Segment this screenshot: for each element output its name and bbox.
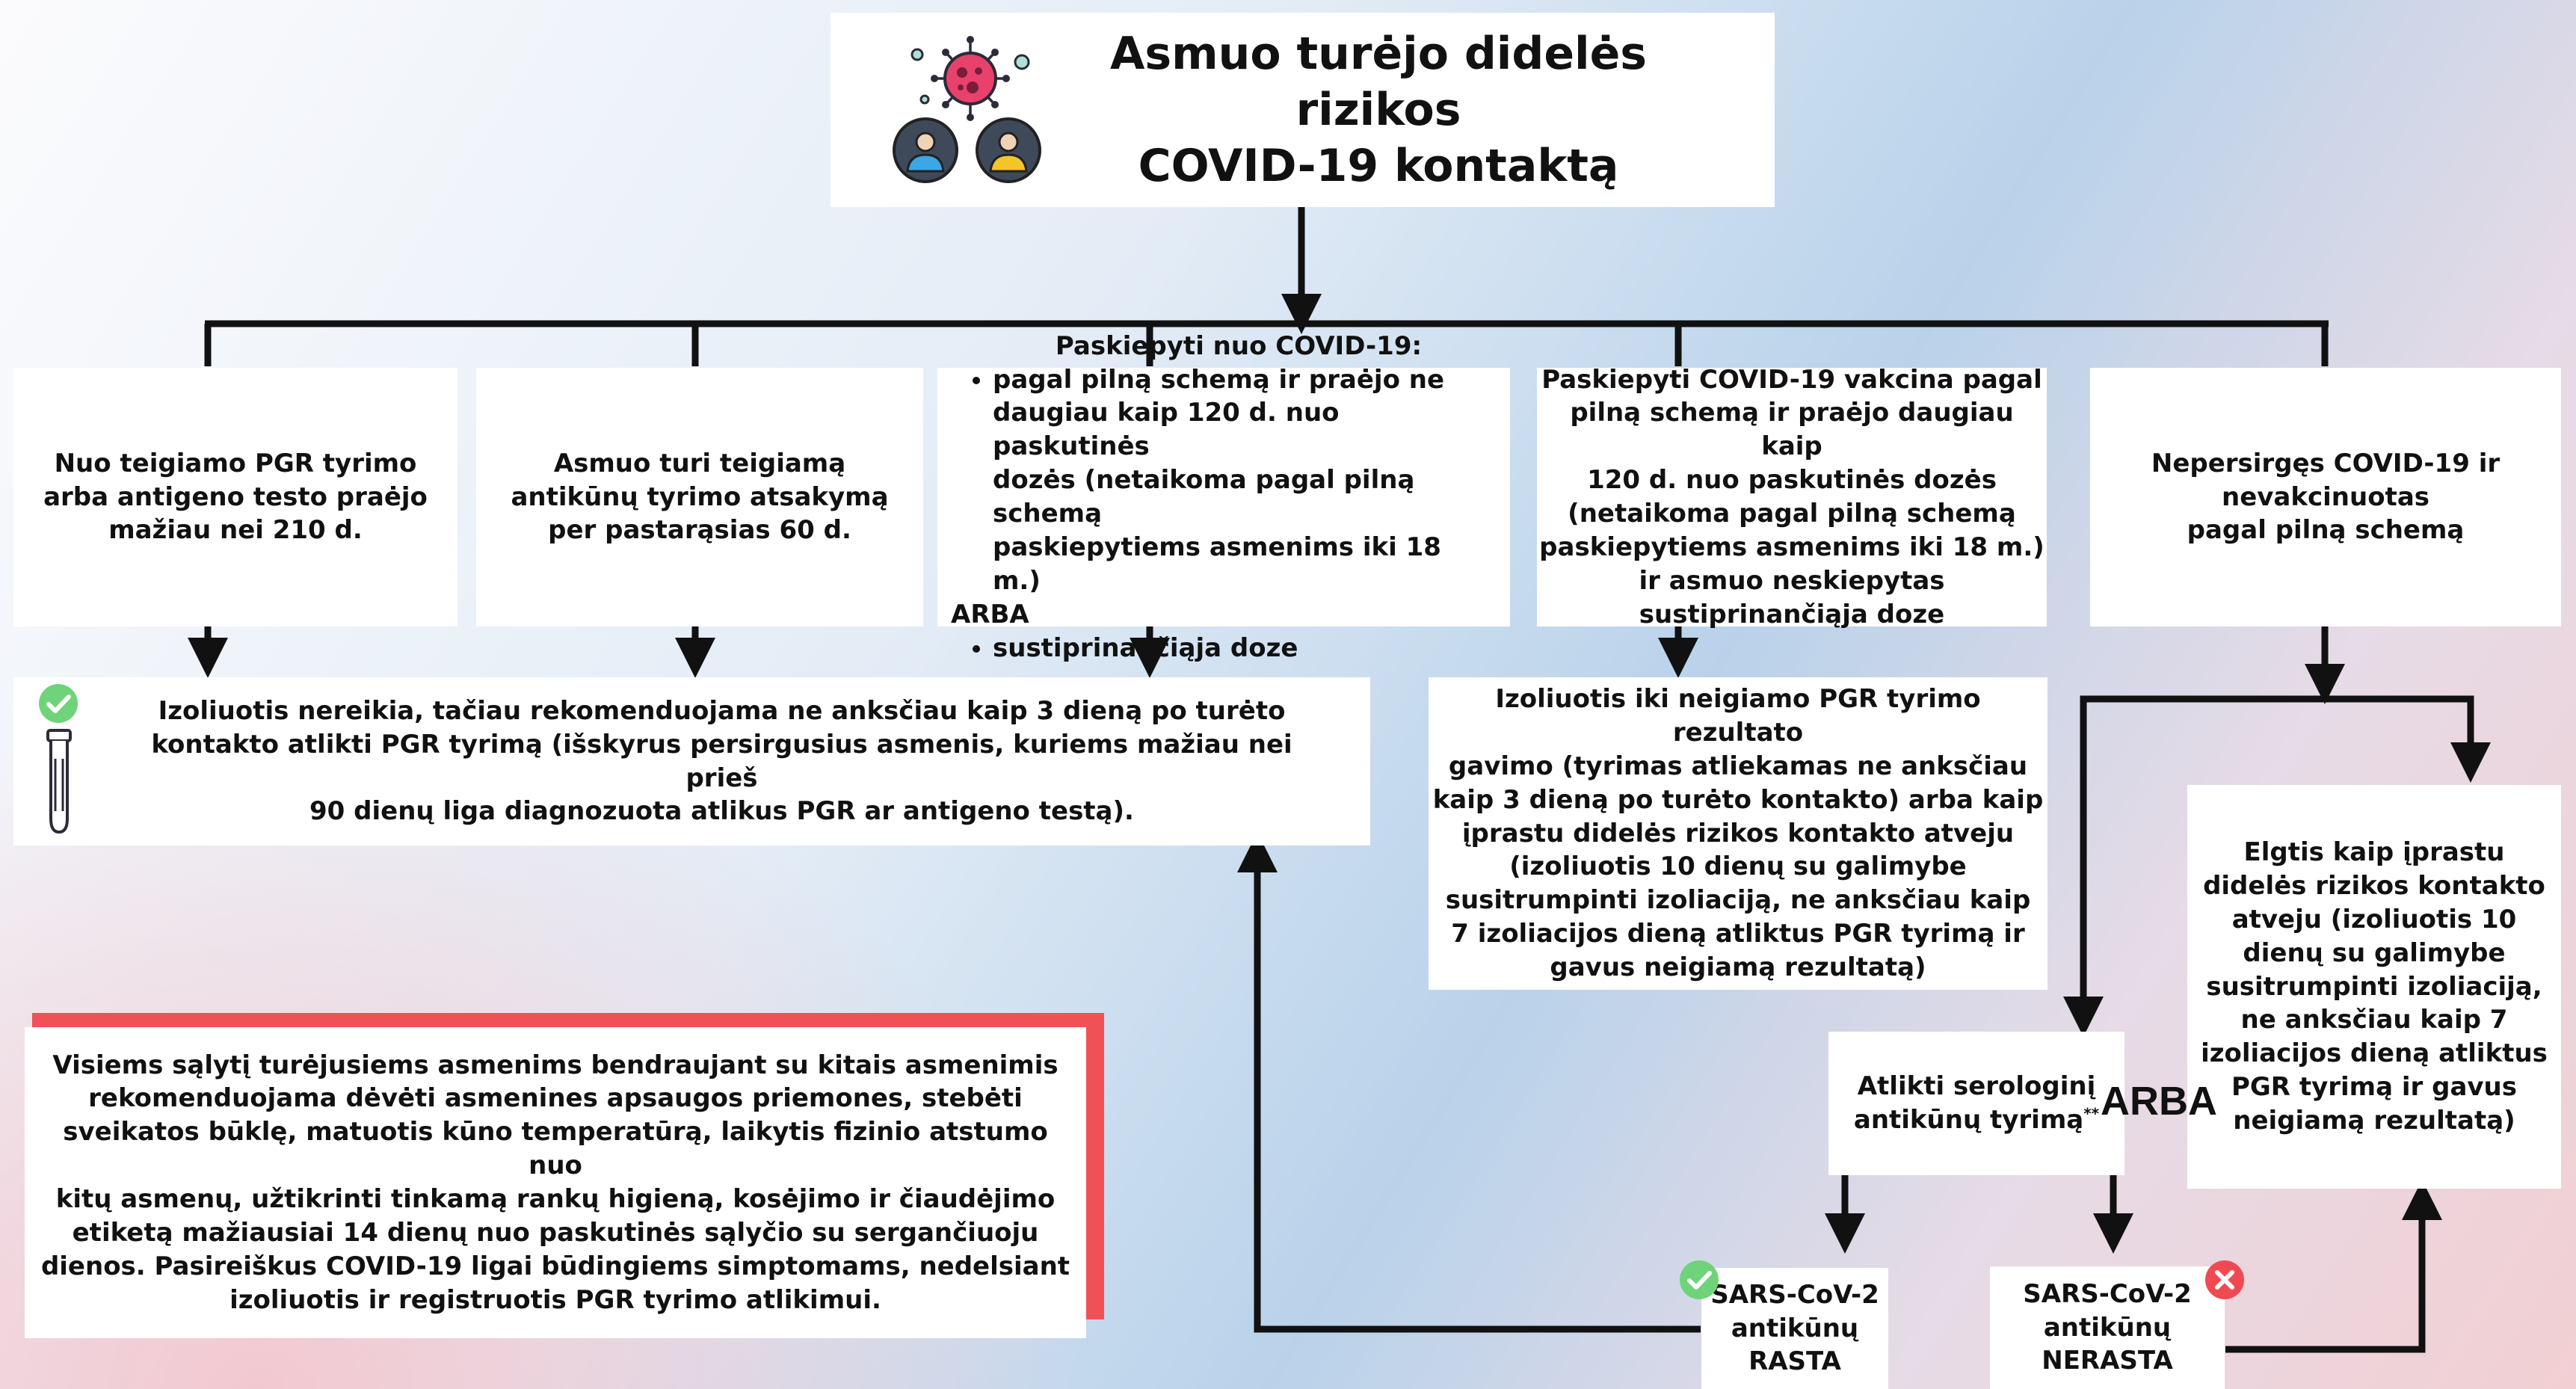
serology-footnote-mark: ** — [2083, 1104, 2100, 1123]
no-isolation-line-4: 90 dienų liga diagnozuota atlikus PGR ar… — [309, 796, 1134, 827]
test-tube-icon — [46, 729, 72, 834]
isolation-pcr-line-4: įprastu didelės rizikos kontakto atveju — [1461, 818, 2015, 849]
person-yellow-icon — [976, 117, 1041, 183]
recommendation-line-4: kitų asmenų, užtikrinti tinkamą rankų hi… — [55, 1184, 1056, 1214]
no-isolation-line-2: kontakto atlikti PGR tyrimą (išskyrus pe… — [151, 729, 1292, 760]
recommendation-box: Visiems sąlytį turėjusiems asmenims bend… — [25, 1027, 1086, 1338]
check-icon — [39, 684, 78, 723]
antibodies-not-found-line-1: SARS-CoV-2 — [2023, 1278, 2192, 1309]
isolation-pcr-line-8: gavus neigiamą rezultatą) — [1550, 952, 1926, 983]
category-1-line-1: Nuo teigiamo PGR tyrimo — [54, 448, 417, 478]
category-5-line-1: Nepersirgęs COVID-19 ir — [2151, 448, 2500, 478]
arrow-notfound-to-usual-case — [2225, 1180, 2442, 1353]
category-3-list-2: sustiprinančiąja doze — [951, 632, 1497, 665]
antibodies-found-box: SARS-CoV-2 antikūnų RASTA — [1701, 1268, 1888, 1389]
recommendation-line-6: dienos. Pasireiškus COVID-19 ligai būdin… — [40, 1251, 1070, 1281]
result-usual-high-risk-case: Elgtis kaip įprastu didelės rizikos kont… — [2187, 785, 2561, 1189]
usual-case-line-5: susitrumpinti izoliaciją, — [2206, 971, 2542, 1002]
serology-line-2: antikūnų tyrimą — [1853, 1105, 2084, 1135]
page-title: Asmuo turėjo didelės rizikos COVID-19 ko… — [1079, 26, 1677, 194]
antibodies-not-found-line-2: antikūnų — [2043, 1312, 2172, 1343]
category-4-line-3: 120 d. nuo paskutinės dozės — [1587, 465, 1997, 496]
title-line-1: Asmuo turėjo didelės rizikos — [1110, 27, 1647, 136]
isolation-pcr-line-7: 7 izoliacijos dieną atliktus PGR tyrimą … — [1451, 919, 2025, 949]
usual-case-line-8: PGR tyrimą ir gavus — [2231, 1072, 2518, 1103]
serology-line-1: Atlikti serologinį — [1857, 1071, 2096, 1102]
category-vaccinated-recent: Paskiepyti nuo COVID-19: pagal pilną sch… — [937, 331, 1510, 663]
category-2-line-2: antikūnų tyrimo atsakymą — [511, 481, 889, 512]
category-vaccinated-over-120d: Paskiepyti COVID-19 vakcina pagal pilną … — [1537, 365, 2047, 629]
no-isolation-line-3: prieš — [685, 763, 758, 793]
antibodies-not-found-box: SARS-CoV-2 antikūnų NERASTA — [1990, 1266, 2225, 1389]
person-blue-icon — [893, 117, 958, 183]
category-4-line-1: Paskiepyti COVID-19 vakcina pagal — [1541, 364, 2042, 395]
category-3-list: pagal pilną schemą ir praėjo ne daugiau … — [951, 363, 1497, 598]
arrow-found-to-no-isolation — [1237, 832, 1701, 1333]
isolation-pcr-line-6: susitrumpinti izoliaciją, ne anksčiau ka… — [1445, 885, 2031, 916]
result-isolation-until-pcr: Izoliuotis iki neigiamo PGR tyrimo rezul… — [1429, 677, 2047, 990]
category-4-line-6: ir asmuo neskiepytas — [1639, 565, 1945, 596]
isolation-pcr-line-5: (izoliuotis 10 dienų su galimybe — [1509, 851, 1967, 882]
serology-test-box: Atlikti serologinį antikūnų tyrimą** — [1828, 1032, 2124, 1175]
antibodies-found-line-2: antikūnų RASTA — [1731, 1313, 1859, 1377]
recommendation-line-2: rekomenduojama dėvėti asmenines apsaugos… — [88, 1083, 1023, 1114]
category-3-heading: Paskiepyti nuo COVID-19: — [1055, 330, 1423, 361]
usual-case-line-1: Elgtis kaip įprastu — [2243, 837, 2505, 868]
category-1-line-2: arba antigeno testo praėjo — [43, 481, 428, 512]
virus-icon — [910, 36, 1030, 121]
usual-case-line-7: izoliacijos dieną atliktus — [2201, 1038, 2548, 1069]
category-4-line-4: (netaikoma pagal pilną schemą — [1568, 499, 2016, 529]
category-positive-antibodies: Asmuo turi teigiamą antikūnų tyrimo atsa… — [476, 368, 923, 626]
serology-or-label: ARBA — [2101, 1079, 2217, 1124]
category-recent-positive-test: Nuo teigiamo PGR tyrimo arba antigeno te… — [13, 368, 457, 626]
category-2-line-1: Asmuo turi teigiamą — [553, 448, 846, 478]
category-3-bullet-1-line-3: dozės (netaikoma pagal pilną schemą — [993, 465, 1415, 529]
usual-case-line-9: neigiamą rezultatą) — [2233, 1106, 2515, 1136]
category-4-line-5: paskiepytiems asmenims iki 18 m.) — [1539, 532, 2045, 562]
category-3-or-label: ARBA — [951, 599, 1029, 629]
title-line-2: COVID-19 kontaktą — [1138, 139, 1619, 192]
usual-case-line-6: ne anksčiau kaip 7 — [2240, 1005, 2508, 1035]
serology-line-2-wrap: antikūnų tyrimą** — [1854, 1103, 2099, 1137]
x-icon — [2205, 1260, 2244, 1299]
usual-case-line-2: didelės rizikos kontakto — [2203, 870, 2545, 901]
category-3-bullet-1-line-4: paskiepytiems asmenims iki 18 m.) — [993, 532, 1441, 596]
recommendation-line-7: izoliuotis ir registruotis PGR tyrimo at… — [229, 1284, 881, 1315]
recommendation-line-3: sveikatos būklę, matuotis kūno temperatū… — [63, 1117, 1048, 1181]
isolation-pcr-line-1: Izoliuotis iki neigiamo PGR tyrimo rezul… — [1495, 684, 1981, 748]
category-5-line-3: pagal pilną schemą — [2187, 515, 2465, 546]
category-1-line-3: mažiau nei 210 d. — [108, 515, 363, 546]
recommendation-line-5: etiketą mažiausiai 14 dienų nuo paskutin… — [72, 1217, 1039, 1248]
isolation-pcr-line-2: gavimo (tyrimas atliekamas ne anksčiau — [1448, 751, 2028, 781]
antibodies-found-line-1: SARS-CoV-2 — [1710, 1279, 1879, 1310]
category-3-bullet-1: pagal pilną schemą ir praėjo ne daugiau … — [993, 363, 1497, 598]
arrow-to-usual-case — [2083, 695, 2491, 783]
check-icon — [1680, 1260, 1719, 1299]
category-4-line-2: pilną schemą ir praėjo daugiau kaip — [1570, 398, 2014, 462]
recommendation-line-1: Visiems sąlytį turėjusiems asmenims bend… — [52, 1050, 1059, 1080]
category-2-line-3: per pastarąsias 60 d. — [548, 515, 851, 546]
category-3-bullet-1-line-1: pagal pilną schemą ir praėjo ne — [993, 364, 1445, 395]
antibodies-not-found-line-3: NERASTA — [2042, 1346, 2173, 1376]
isolation-pcr-line-3: kaip 3 dieną po turėto kontakto) arba ka… — [1432, 784, 2044, 815]
usual-case-line-4: dienų su galimybe — [2243, 937, 2506, 968]
category-unvaccinated: Nepersirgęs COVID-19 ir nevakcinuotas pa… — [2090, 368, 2561, 626]
category-3-bullet-2: sustiprinančiąja doze — [993, 632, 1497, 665]
usual-case-line-3: atveju (izoliuotis 10 — [2231, 904, 2517, 934]
category-4-line-7: sustiprinančiąja doze — [1639, 599, 1945, 629]
result-no-isolation: Izoliuotis nereikia, tačiau rekomenduoja… — [13, 677, 1370, 846]
no-isolation-line-1: Izoliuotis nereikia, tačiau rekomenduoja… — [158, 695, 1286, 726]
category-3-bullet-1-line-2: daugiau kaip 120 d. nuo paskutinės — [993, 398, 1340, 462]
category-5-line-2: nevakcinuotas — [2222, 481, 2429, 512]
